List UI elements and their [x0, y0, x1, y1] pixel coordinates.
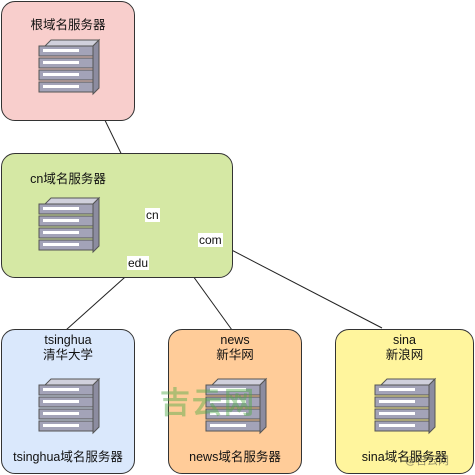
- edge-label-edu: edu: [127, 256, 150, 270]
- server-icon: [37, 196, 101, 265]
- server-icon: [204, 377, 268, 446]
- server-icon: [37, 38, 101, 107]
- tsinghua-server-title: tsinghua域名服务器: [13, 450, 123, 464]
- news-server-title: news域名服务器: [189, 450, 281, 464]
- edge-label-com: com: [198, 233, 223, 247]
- tsinghua-subtitle: 清华大学: [42, 348, 93, 362]
- watermark-small: @吉云网: [405, 454, 449, 467]
- server-icon: [37, 377, 101, 446]
- news-subtitle: 新华网: [216, 348, 254, 362]
- line-edu-tsinghua: [65, 269, 134, 331]
- news-name: news: [220, 333, 250, 347]
- root-server-title: 根域名服务器: [30, 18, 106, 32]
- tsinghua-name: tsinghua: [44, 333, 92, 347]
- watermark: 吉云网: [160, 386, 256, 421]
- cn-server-title: cn域名服务器: [30, 172, 106, 186]
- server-icon: [373, 377, 437, 446]
- edge-label-cn: cn: [145, 208, 160, 222]
- sina-subtitle: 新浪网: [385, 348, 424, 362]
- sina-name: sina: [393, 333, 416, 347]
- line-com-sina: [219, 243, 383, 329]
- sina-server-title: sina域名服务器: [361, 450, 448, 464]
- root-server-node: [1, 1, 135, 121]
